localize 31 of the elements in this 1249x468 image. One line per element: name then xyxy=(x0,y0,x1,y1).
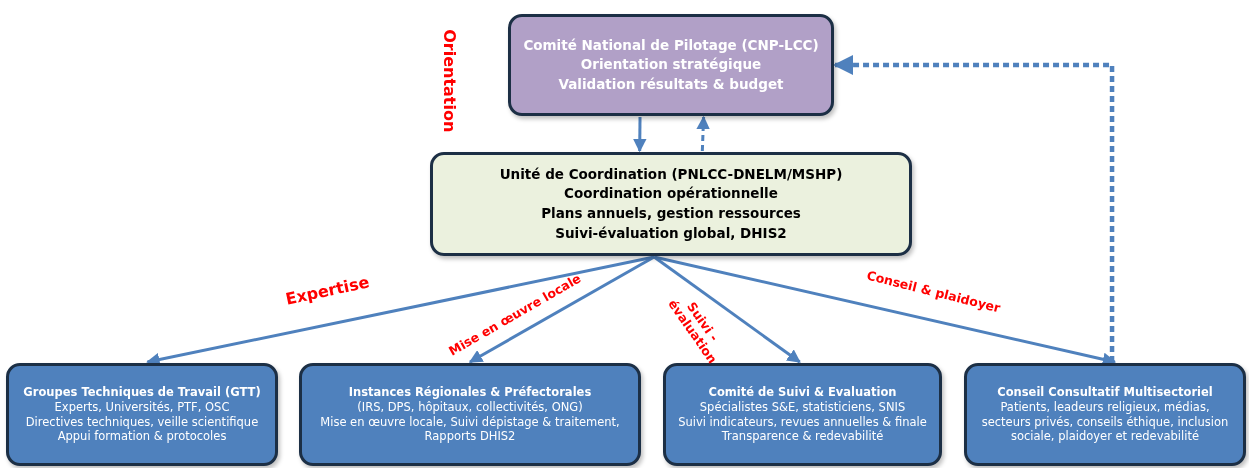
box-text: Experts, Universités, PTF, OSC xyxy=(54,399,230,415)
arrow xyxy=(468,255,655,364)
box-text: Orientation stratégique xyxy=(580,55,762,75)
box-heading: Comité National de Pilotage (CNP-LCC) xyxy=(523,35,819,55)
box-heading: Unité de Coordination (PNLCC-DNELM/MSHP) xyxy=(499,164,843,184)
box-text: Appui formation & protocoles xyxy=(57,429,227,445)
box-heading: Conseil Consultatif Multisectoriel xyxy=(997,384,1213,400)
box-text: Mise en œuvre locale, Suivi dépistage & traitement, Rapports DHIS2 xyxy=(319,414,621,445)
arrow xyxy=(633,117,647,153)
box-text: Suivi-évaluation global, DHIS2 xyxy=(555,223,787,243)
process-box xyxy=(663,363,942,466)
arrow xyxy=(696,115,710,152)
box-text: (IRS, DPS, hôpitaux, collectivités, ONG) xyxy=(357,399,583,415)
box-heading: Comité de Suivi & Evaluation xyxy=(708,384,897,400)
process-box xyxy=(964,363,1246,466)
process-box xyxy=(6,363,278,466)
edge-label: Expertise xyxy=(284,273,371,309)
process-box xyxy=(508,14,834,116)
box-text: Validation résultats & budget xyxy=(558,74,784,94)
box-text: Suivi indicateurs, revues annuelles & finale Transparence & redevabilité xyxy=(677,414,928,445)
box-heading: Groupes Techniques de Travail (GTT) xyxy=(23,384,261,400)
box-text: Patients, leadeurs religieux, médias, secteurs privés, conseils éthique, inclusion sociale, plaidoyer et redevabilité xyxy=(980,399,1230,445)
box-heading: Instances Régionales & Préfectorales xyxy=(348,384,592,400)
process-box xyxy=(430,152,912,256)
arrow xyxy=(833,54,1115,362)
box-text: Spécialistes S&E, statisticiens, SNIS xyxy=(699,399,906,415)
box-text: Directives techniques, veille scientifique xyxy=(25,414,259,430)
process-box xyxy=(299,363,641,466)
box-text: Plans annuels, gestion ressources xyxy=(541,204,801,223)
axis-label: Orientation xyxy=(440,29,459,133)
box-text: Coordination opérationnelle xyxy=(564,184,778,204)
